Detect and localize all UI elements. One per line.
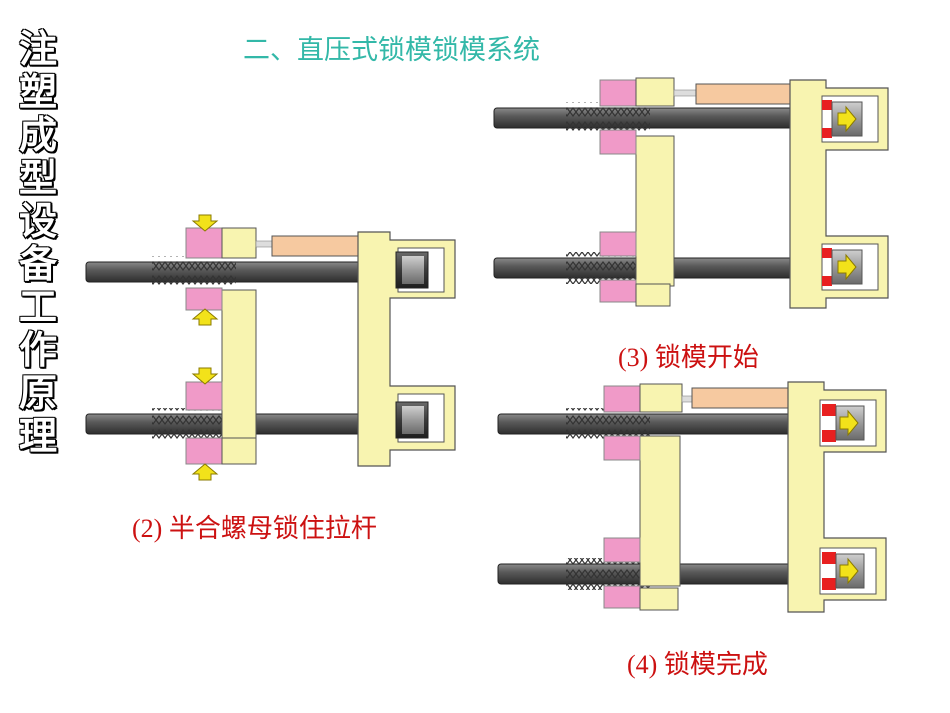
seal xyxy=(822,100,832,110)
cylinder-rod xyxy=(271,235,361,257)
cylinder-rod xyxy=(691,387,789,409)
section-heading: 二、直压式锁模锁模系统 xyxy=(243,35,540,66)
seal xyxy=(822,430,836,442)
rod-thread xyxy=(566,558,650,590)
rod-thread xyxy=(566,408,650,440)
seal xyxy=(822,552,836,564)
half-nut xyxy=(185,287,223,311)
half-nut xyxy=(599,79,637,107)
title-char: 型 xyxy=(18,156,57,200)
title-char: 成 xyxy=(18,113,57,157)
title-char: 工 xyxy=(18,285,57,329)
half-nut xyxy=(603,537,641,563)
piston xyxy=(402,406,424,434)
half-nut xyxy=(603,435,641,461)
arrow-down-icon xyxy=(191,367,219,385)
vertical-title: 注 塑 成 型 设 备 工 作 原 理 xyxy=(14,28,62,458)
nut-housing xyxy=(221,227,257,259)
rod-thread xyxy=(152,256,236,288)
nut-housing xyxy=(221,437,257,465)
nut-housing xyxy=(635,283,671,307)
arrow-up-icon xyxy=(191,308,219,326)
half-nut xyxy=(603,385,641,413)
title-char: 塑 xyxy=(18,70,57,114)
half-nut xyxy=(599,231,637,257)
moving-platen xyxy=(635,135,675,287)
diagram-step2 xyxy=(85,214,456,481)
moving-platen xyxy=(639,435,681,587)
arrow-right-icon xyxy=(839,557,859,585)
title-char: 原 xyxy=(18,371,57,415)
diagram-step3 xyxy=(493,77,889,309)
arrow-down-icon xyxy=(191,214,219,232)
nut-housing xyxy=(639,587,679,611)
half-nut xyxy=(603,585,641,609)
title-char: 设 xyxy=(18,199,57,243)
diagram-step4 xyxy=(497,381,887,613)
half-nut xyxy=(185,381,223,411)
piston-rod xyxy=(681,395,693,403)
nut-housing xyxy=(639,383,683,413)
seal xyxy=(822,404,836,416)
half-nut xyxy=(185,227,223,259)
seal xyxy=(822,248,832,258)
nut-housing xyxy=(635,77,675,107)
piston-rod xyxy=(255,240,273,248)
arrow-right-icon xyxy=(837,253,857,281)
title-char: 备 xyxy=(18,242,57,286)
seal xyxy=(822,276,832,286)
half-nut xyxy=(599,279,637,303)
piston xyxy=(402,256,424,284)
arrow-right-icon xyxy=(839,409,859,437)
half-nut xyxy=(185,437,223,465)
half-nut xyxy=(599,129,637,155)
title-char: 注 xyxy=(18,27,57,71)
seal xyxy=(822,128,832,138)
caption-step4: (4) 锁模完成 xyxy=(627,650,768,679)
moving-platen xyxy=(221,289,257,451)
caption-step2: (2) 半合螺母锁住拉杆 xyxy=(132,514,377,543)
piston-rod xyxy=(673,89,697,97)
caption-step3: (3) 锁模开始 xyxy=(618,343,759,372)
title-char: 作 xyxy=(18,328,57,372)
arrow-up-icon xyxy=(191,463,219,481)
cylinder-rod xyxy=(695,83,791,105)
rod-thread xyxy=(566,102,650,134)
title-char: 理 xyxy=(18,414,57,458)
arrow-right-icon xyxy=(837,105,857,133)
seal xyxy=(822,578,836,590)
